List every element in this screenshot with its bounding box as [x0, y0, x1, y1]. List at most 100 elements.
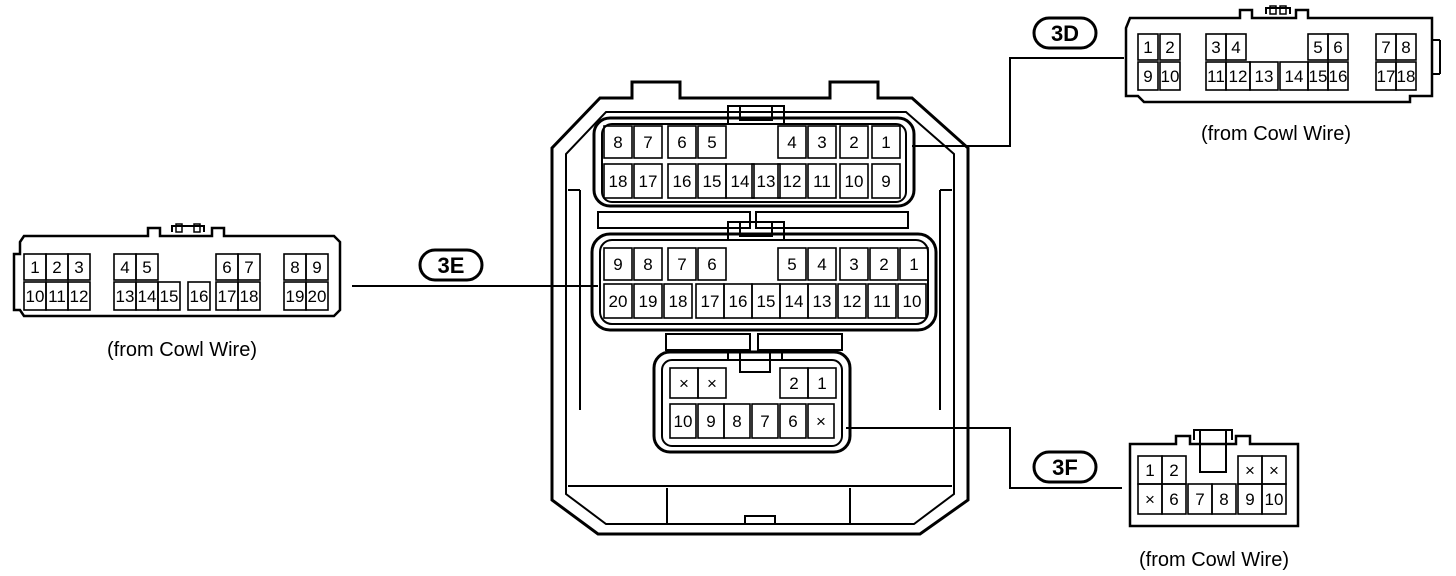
pin-label: 9 — [706, 412, 715, 431]
pin-label: × — [707, 374, 717, 393]
pin-label: 10 — [26, 287, 45, 306]
pin-cell: × — [697, 367, 727, 399]
pin-cell: 2 — [779, 367, 809, 399]
pin-cell: 6 — [1327, 33, 1349, 61]
pin-label: 17 — [701, 292, 720, 311]
pin-label: × — [1145, 490, 1155, 509]
pin-label: × — [679, 374, 689, 393]
pin-cell: 6 — [697, 247, 727, 281]
pin-cell: 3 — [807, 125, 837, 159]
pin-label: 10 — [845, 172, 864, 191]
pin-cell: 7 — [237, 253, 261, 281]
connector-3D-caption: (from Cowl Wire) — [1201, 123, 1351, 145]
pin-label: 11 — [813, 172, 831, 191]
pin-label: 10 — [903, 292, 922, 311]
pin-label: 1 — [881, 133, 890, 152]
connector-tag-3E: 3E — [418, 248, 484, 282]
pin-cell: 18 — [1395, 61, 1417, 91]
pin-cell: 14 — [1279, 61, 1309, 91]
pin-cell: 16 — [723, 283, 753, 319]
pin-cell: 17 — [633, 163, 663, 199]
pin-cell: 15 — [697, 163, 727, 199]
pin-label: 14 — [1285, 67, 1304, 86]
pin-cell: 11 — [807, 163, 837, 199]
pin-label: × — [1245, 461, 1255, 480]
pin-label: 9 — [1143, 67, 1152, 86]
pin-cell: 10 — [1159, 61, 1181, 91]
pin-cell: 6 — [215, 253, 239, 281]
pin-cell: 1 — [899, 247, 929, 281]
pin-cell: 11 — [45, 281, 69, 311]
pin-cell: 7 — [667, 247, 697, 281]
pin-label: 17 — [639, 172, 658, 191]
pin-cell: 9 — [697, 403, 725, 439]
pin-cell: 16 — [187, 281, 211, 311]
pin-cell: 1 — [807, 367, 837, 399]
pin-cell: 12 — [777, 163, 807, 199]
pin-label: 7 — [1195, 490, 1204, 509]
pin-cell: 9 — [1237, 483, 1263, 515]
pin-label: 10 — [674, 412, 693, 431]
pin-label: 1 — [817, 374, 826, 393]
pin-label: 6 — [222, 258, 231, 277]
pin-cell: 3 — [67, 253, 91, 281]
pin-cell: 5 — [777, 247, 807, 281]
pin-label: 19 — [639, 292, 658, 311]
pin-label: 12 — [843, 292, 862, 311]
pin-cell: 2 — [1159, 33, 1181, 61]
pin-cell: 13 — [807, 283, 837, 319]
pin-label: 5 — [707, 133, 716, 152]
pin-label: 11 — [48, 287, 66, 306]
pin-label: 13 — [1255, 67, 1274, 86]
connector-tag-3F: 3F — [1032, 450, 1098, 484]
pin-cell: 8 — [1211, 483, 1237, 515]
leader-lines — [352, 57, 1124, 489]
pin-label: 10 — [1265, 490, 1284, 509]
pin-label: 2 — [879, 255, 888, 274]
pin-label: 6 — [707, 255, 716, 274]
pin-label: 7 — [244, 258, 253, 277]
pin-cell: 10 — [1261, 483, 1287, 515]
pin-cell: × — [1237, 455, 1263, 485]
pin-cell: 6 — [779, 403, 807, 439]
pin-cell: 15 — [157, 281, 181, 311]
pin-cell: 6 — [1161, 483, 1187, 515]
pin-cell: 9 — [305, 253, 329, 281]
pin-label: 13 — [757, 172, 776, 191]
connector-3D — [1124, 5, 1441, 104]
pin-label: 17 — [1377, 67, 1396, 86]
pin-cell: 7 — [751, 403, 779, 439]
pin-cell: 2 — [45, 253, 69, 281]
pin-label: 1 — [909, 255, 918, 274]
pin-cell: 17 — [695, 283, 725, 319]
pin-label: 4 — [1231, 38, 1240, 57]
pin-cell: 2 — [839, 125, 869, 159]
pin-cell: 10 — [839, 163, 869, 199]
pin-label: 16 — [190, 287, 209, 306]
pin-label: 13 — [813, 292, 832, 311]
pin-label: 18 — [669, 292, 688, 311]
pin-cell: 6 — [667, 125, 697, 159]
pin-label: 13 — [116, 287, 135, 306]
pin-cell: 12 — [67, 281, 91, 311]
pin-label: 3 — [817, 133, 826, 152]
pin-label: 18 — [609, 172, 628, 191]
pin-cell: 18 — [663, 283, 693, 319]
pin-cell: 8 — [603, 125, 633, 159]
pin-label: 4 — [120, 258, 129, 277]
pin-cell: 18 — [603, 163, 633, 199]
pin-label: 9 — [1245, 490, 1254, 509]
pin-cell: 1 — [1137, 33, 1159, 61]
pin-label: 3 — [1211, 38, 1220, 57]
pin-label: 7 — [760, 412, 769, 431]
pin-label: 19 — [286, 287, 305, 306]
pin-label: 8 — [1401, 38, 1410, 57]
pin-cell: 13 — [113, 281, 137, 311]
pin-cell: 8 — [1395, 33, 1417, 61]
pin-cell: 8 — [723, 403, 751, 439]
pin-cell: 7 — [1375, 33, 1397, 61]
pin-cell: 9 — [1137, 61, 1159, 91]
pin-cell: 14 — [779, 283, 809, 319]
pin-label: 7 — [643, 133, 652, 152]
